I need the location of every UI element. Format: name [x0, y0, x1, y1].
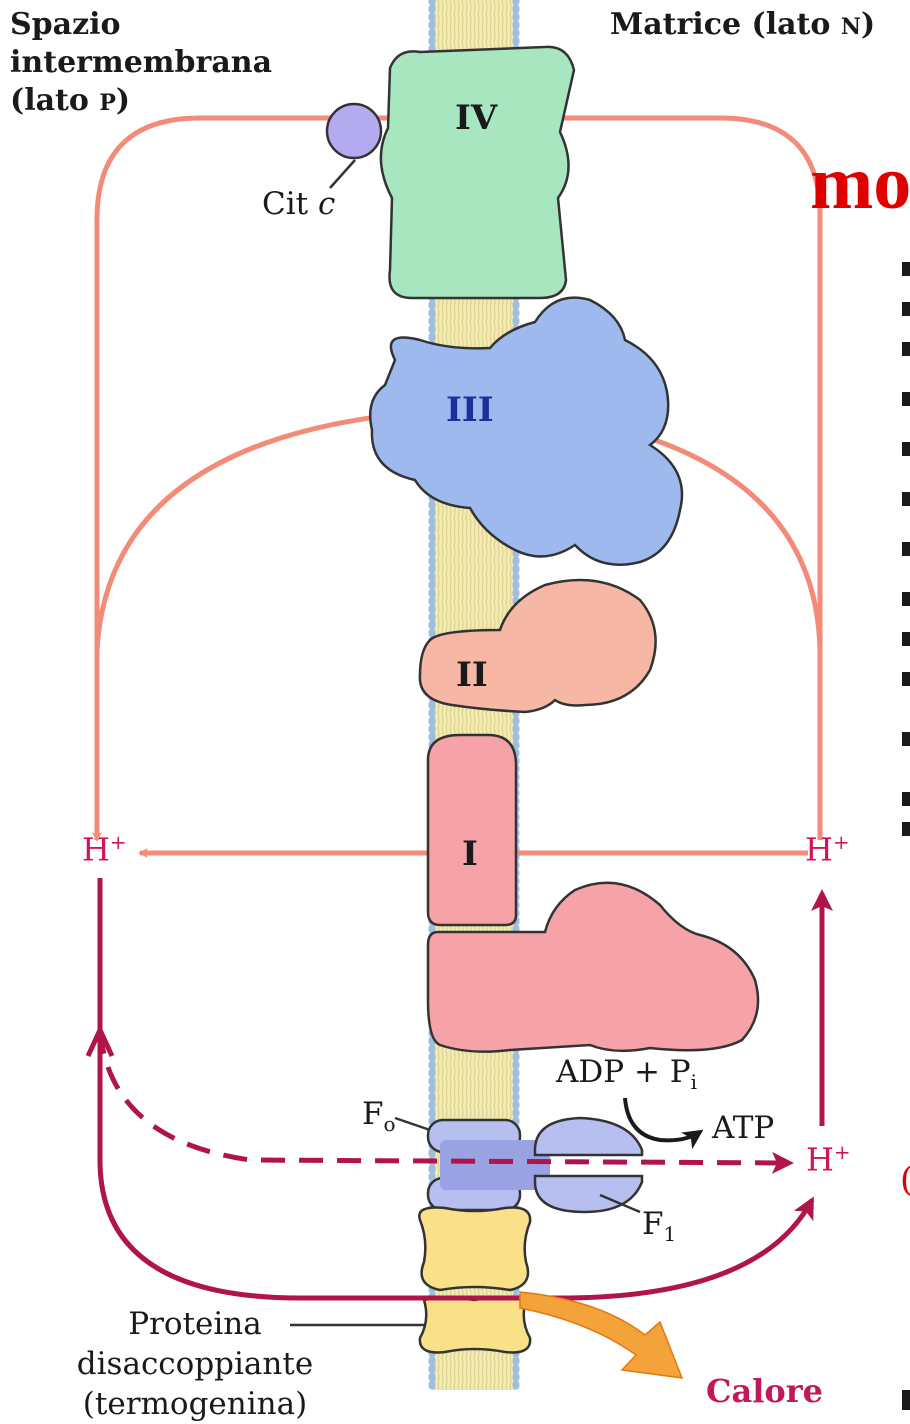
fo-pointer [395, 1118, 430, 1130]
fo-label: Fo [362, 1096, 396, 1136]
complex-iv-shape [381, 47, 574, 298]
cyt-c-label: Cit c [262, 186, 335, 222]
cytochrome-c-shape [327, 104, 381, 158]
matrix-label: Matrice (lato N) [610, 6, 875, 46]
proton-intermembrane-label: H+ [82, 830, 127, 869]
complex-i-shape [428, 735, 758, 1052]
complex-iii-shape [370, 298, 682, 565]
f1-label: F1 [642, 1206, 676, 1246]
complex-ii-label: II [456, 655, 488, 695]
heat-label: Calore [706, 1372, 823, 1410]
cut-off-letter: ( [900, 1160, 910, 1200]
intermembrane-label: Spazio intermembrana (lato P) [10, 6, 272, 122]
proton-matrix-bottom-label: H+ [806, 1140, 851, 1179]
proton-matrix-label: H+ [805, 830, 850, 869]
adp-pi-label: ADP + Pi [556, 1054, 697, 1094]
complex-iii-label: III [446, 390, 494, 430]
cyt-c-pointer [330, 160, 355, 188]
complex-iv-label: IV [455, 98, 497, 138]
complex-i-label: I [462, 834, 478, 874]
atp-synthesis-arrow [625, 1098, 700, 1140]
heat-arrow [520, 1292, 682, 1378]
uncoupling-protein-shape [419, 1208, 530, 1353]
atp-label: ATP [712, 1110, 774, 1146]
cut-off-title: mo [810, 140, 910, 227]
uncoupling-protein-label: Proteina disaccoppiante (termogenina) [70, 1304, 320, 1424]
cut-off-text-marks [902, 262, 910, 1410]
